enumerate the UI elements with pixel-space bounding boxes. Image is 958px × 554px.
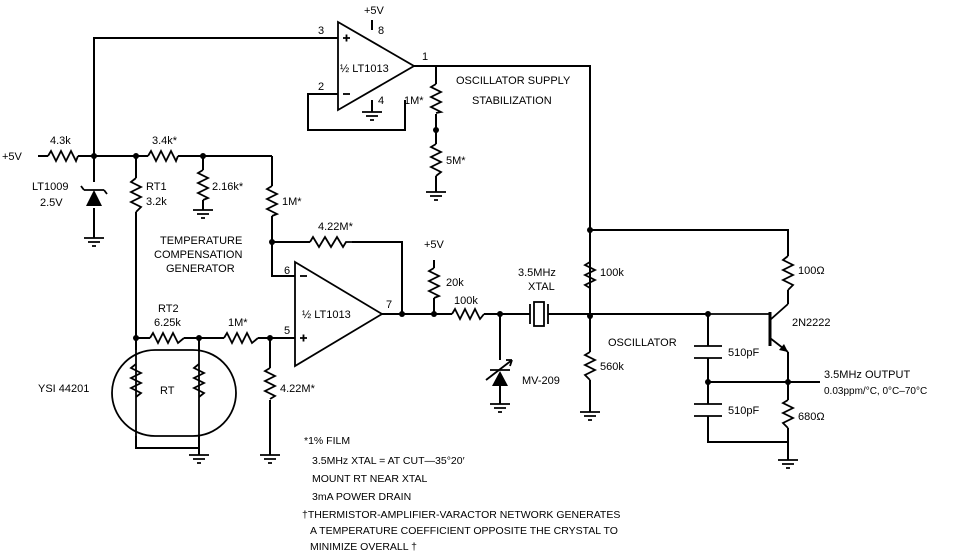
transistor-2n2222 [708, 303, 789, 353]
label-4.3k: 4.3k [50, 135, 71, 147]
resistor-100k-bias [582, 261, 598, 289]
resistor-rt2 [149, 330, 185, 346]
label-4.22m-gnd: 4.22M* [280, 383, 316, 395]
label-output-1: 3.5MHz OUTPUT [824, 369, 910, 381]
label-rt1: RT1 [146, 181, 167, 193]
label-varactor: MV-209 [522, 375, 560, 387]
resistor-4.22m-fb [309, 235, 352, 249]
resistor-3.4k [147, 148, 179, 164]
label-vcc2: +5V [424, 239, 445, 251]
label-510pf-2: 510pF [728, 405, 759, 417]
label-xtal-2: XTAL [528, 281, 555, 293]
pin-top-3: 3 [318, 25, 324, 37]
note-line: *1% FILM [304, 435, 350, 447]
label-xtal-1: 3.5MHz [518, 267, 556, 279]
label-680ohm: 680Ω [798, 411, 825, 423]
pin-bot-7: 7 [386, 299, 392, 311]
resistor-1m-top [264, 185, 280, 217]
ysi-thermistor-package [111, 349, 237, 455]
junction-dots [91, 127, 791, 385]
note-line: MINIMIZE OVERALL † [310, 541, 417, 553]
label-2.16k: 2.16k* [212, 181, 244, 193]
label-3.4k: 3.4k* [152, 135, 178, 147]
varactor-diode [485, 359, 513, 386]
resistor-1m-div [428, 83, 444, 114]
ground-icon [84, 237, 104, 247]
capacitors [694, 345, 722, 417]
pin-top-4: 4 [378, 95, 384, 107]
resistor-100k-series [451, 306, 485, 322]
label-osc-stab-2: STABILIZATION [472, 95, 552, 107]
resistor-4.3k [47, 148, 79, 164]
note-line: A TEMPERATURE COEFFICIENT OPPOSITE THE C… [310, 525, 618, 537]
label-560k: 560k [600, 361, 624, 373]
note-line: 3.5MHz XTAL = AT CUT—35°20′ [312, 455, 465, 467]
label-1m-top: 1M* [282, 196, 302, 208]
label-top-amp: ½ LT1013 [340, 63, 389, 75]
wires [38, 20, 820, 460]
label-ysi: YSI 44201 [38, 383, 89, 395]
label-rt2: RT2 [158, 303, 179, 315]
resistor-rt1 [128, 177, 144, 213]
op-amp-bottom [294, 260, 384, 368]
label-top-vcc: +5V [364, 5, 385, 17]
resistor-4.22m-gnd [262, 367, 278, 400]
label-100k-series: 100k [454, 295, 478, 307]
label-lt1009: LT1009 [32, 181, 69, 193]
ground-icon [189, 454, 209, 464]
note-line: MOUNT RT NEAR XTAL [312, 473, 427, 485]
note-line: 3mA POWER DRAIN [312, 491, 411, 503]
ground-icon [580, 411, 600, 421]
label-tcg-3: GENERATOR [166, 263, 235, 275]
resistor-100ohm [780, 255, 796, 291]
label-tcg-1: TEMPERATURE [160, 235, 242, 247]
label-rt: RT [160, 385, 175, 397]
resistor-20k [426, 267, 442, 299]
ground-symbols [84, 111, 798, 469]
supply-label: +5V [2, 151, 23, 163]
label-2n2222: 2N2222 [792, 317, 831, 329]
ground-icon [426, 191, 446, 201]
label-lt1009-v: 2.5V [40, 197, 63, 209]
resistor-680ohm [780, 399, 796, 429]
ground-icon [362, 111, 382, 121]
pin-top-1: 1 [422, 51, 428, 63]
ground-icon [193, 209, 213, 219]
component-labels: +5V 4.3k LT1009 2.5V 3.4k* 2.16k* RT1 3.… [2, 5, 927, 423]
label-rt2-val: 6.25k [154, 317, 181, 329]
ground-icon [490, 403, 510, 413]
label-20k: 20k [446, 277, 464, 289]
label-510pf-1: 510pF [728, 347, 759, 359]
crystal [529, 301, 549, 327]
footnotes: *1% FILM 3.5MHz XTAL = AT CUT—35°20′ MOU… [302, 435, 620, 553]
pin-bot-6: 6 [284, 265, 290, 277]
resistor-1m-in [223, 330, 259, 346]
label-output-2: 0.03ppm/°C, 0°C–70°C [824, 386, 927, 397]
pin-top-2: 2 [318, 81, 324, 93]
label-4.22m-fb: 4.22M* [318, 221, 354, 233]
label-5m-div: 5M* [446, 155, 466, 167]
label-bot-amp: ½ LT1013 [302, 309, 351, 321]
ground-icon [778, 459, 798, 469]
label-oscillator: OSCILLATOR [608, 337, 677, 349]
label-osc-stab-1: OSCILLATOR SUPPLY [456, 75, 571, 87]
label-1m-in: 1M* [228, 317, 248, 329]
op-amp-top [337, 20, 416, 112]
ground-icon [260, 454, 280, 464]
lt1009-reference-diode [80, 185, 108, 206]
label-100ohm: 100Ω [798, 265, 825, 277]
pin-top-8: 8 [378, 25, 384, 37]
label-1m-div: 1M* [404, 95, 424, 107]
resistor-560k [582, 351, 598, 381]
label-tcg-2: COMPENSATION [154, 249, 242, 261]
pin-bot-5: 5 [284, 325, 290, 337]
label-100k-bias: 100k [600, 267, 624, 279]
resistors [47, 83, 796, 429]
resistor-2.16k [195, 169, 211, 201]
resistor-5m-div [428, 143, 444, 177]
note-line: †THERMISTOR-AMPLIFIER-VARACTOR NETWORK G… [302, 509, 620, 521]
label-rt1-val: 3.2k [146, 196, 167, 208]
